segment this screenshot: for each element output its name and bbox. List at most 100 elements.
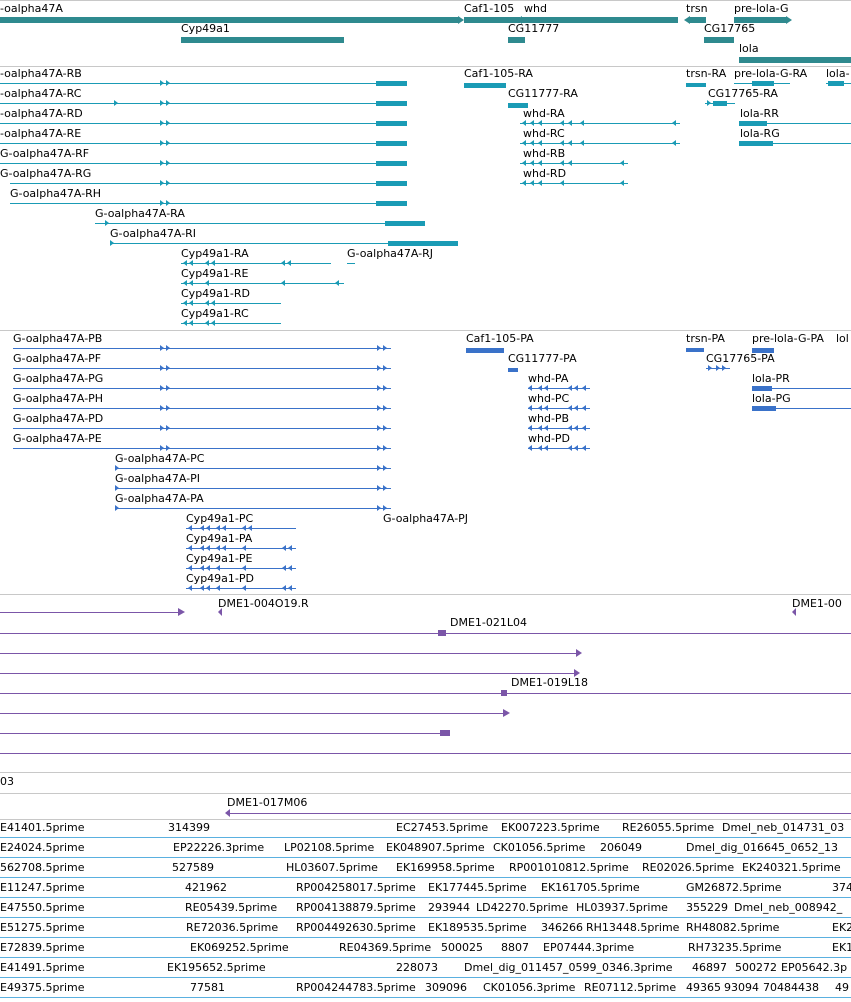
est-label[interactable]: E41401.5prime [0,821,85,834]
gene-label[interactable]: pre-lola-G [734,2,789,15]
est-label[interactable]: EP05642.3p [781,961,848,974]
transcript-line[interactable] [520,160,628,166]
protein-label[interactable]: lola-PG [752,392,791,405]
clone-label[interactable]: DME1-00 [792,597,842,610]
est-label[interactable]: E11247.5prime [0,881,85,894]
protein-line[interactable] [115,465,391,471]
transcript-label[interactable]: whd-RC [523,127,565,140]
protein-line[interactable] [13,405,391,411]
protein-line[interactable] [752,406,851,411]
protein-line[interactable] [752,348,774,353]
protein-label[interactable]: G-oalpha47A-PG [13,372,104,385]
transcript-label[interactable]: trsn-RA [686,67,727,80]
protein-label[interactable]: lola-PR [752,372,790,385]
gene-bar[interactable] [0,17,458,23]
transcript-label[interactable]: -oalpha47A-RD [0,107,83,120]
transcript-label[interactable]: Cyp49a1-RC [181,307,249,320]
est-label[interactable]: RE72036.5prime [186,921,279,934]
protein-line[interactable] [186,585,296,591]
transcript-line[interactable] [686,83,706,87]
gene-label[interactable]: CG17765 [704,22,756,35]
est-label[interactable]: LD42270.5prime [476,901,569,914]
transcript-line[interactable] [734,81,790,86]
clone-line[interactable] [0,630,851,636]
est-label[interactable]: 93094 [724,981,759,994]
protein-line[interactable] [13,365,391,371]
protein-line[interactable] [686,348,704,352]
est-label[interactable]: 314399 [168,821,210,834]
protein-label[interactable]: trsn-PA [686,332,725,345]
clone-line[interactable] [0,612,178,613]
clone-line[interactable] [0,713,503,714]
protein-line[interactable] [528,385,590,391]
transcript-label[interactable]: lola-RR [740,107,779,120]
protein-label[interactable]: G-oalpha47A-PF [13,352,102,365]
est-label[interactable]: RP004492630.5prime [296,921,416,934]
transcript-line[interactable] [508,103,528,108]
gene-label[interactable]: Caf1-105 [464,2,515,15]
est-label[interactable]: E51275.5prime [0,921,85,934]
protein-label[interactable]: CG17765-PA [706,352,775,365]
transcript-line[interactable] [0,120,407,126]
protein-label[interactable]: G-oalpha47A-PB [13,332,103,345]
gene-bar[interactable] [464,17,520,23]
gene-label[interactable]: Cyp49a1 [181,22,230,35]
transcript-label[interactable]: -oalpha47A-RE [0,127,82,140]
est-label[interactable]: RH48082.5prime [686,921,780,934]
protein-label[interactable]: G-oalpha47A-PA [115,492,204,505]
est-label[interactable]: EC27453.5prime [396,821,489,834]
est-label[interactable]: 374 [832,881,851,894]
protein-label[interactable]: G-oalpha47A-PH [13,392,104,405]
gene-bar[interactable] [734,17,786,23]
est-label[interactable]: 527589 [172,861,214,874]
transcript-label[interactable]: G-oalpha47A-RF [0,147,90,160]
transcript-line[interactable] [181,320,281,326]
transcript-label[interactable]: G-oalpha47A-RA [95,207,185,220]
protein-label[interactable]: G-oalpha47A-PI [115,472,201,485]
est-label[interactable]: HL03937.5prime [576,901,668,914]
est-label[interactable]: 46897 [692,961,727,974]
est-label[interactable]: RE05439.5prime [185,901,278,914]
transcript-line[interactable] [0,160,407,166]
protein-label[interactable]: G-oalpha47A-PE [13,432,102,445]
est-label[interactable]: EK007223.5prime [501,821,600,834]
transcript-label[interactable]: whd-RB [523,147,566,160]
protein-label[interactable]: Caf1-105-PA [466,332,534,345]
protein-label[interactable]: whd-PA [528,372,569,385]
est-label[interactable]: 355229 [686,901,728,914]
clone-label[interactable]: DME1-019L18 [511,676,588,689]
est-label[interactable]: RE07112.5prime [584,981,677,994]
transcript-line[interactable] [181,280,344,286]
est-label[interactable]: 500272 [735,961,777,974]
protein-label[interactable]: pre-lola-G-PA [752,332,824,345]
protein-line[interactable] [115,485,391,491]
est-label[interactable]: 49 [835,981,849,994]
clone-line[interactable] [0,753,851,754]
est-line[interactable] [0,857,851,858]
est-label[interactable]: EP07444.3prime [543,941,635,954]
est-label[interactable]: EK240321.5prime [742,861,841,874]
est-line[interactable] [0,977,851,978]
est-line[interactable] [0,837,851,838]
est-label[interactable]: HL03607.5prime [286,861,378,874]
est-label[interactable]: RP004138879.5prime [296,901,416,914]
clone-label[interactable]: DME1-021L04 [450,616,527,629]
transcript-line[interactable] [10,200,407,206]
gene-label[interactable]: trsn [686,2,708,15]
clone-label[interactable]: DME1-004O19.R [218,597,309,610]
est-label[interactable]: EK2 [832,921,851,934]
clone-line[interactable] [0,690,851,696]
protein-line[interactable] [13,345,391,351]
est-label[interactable]: 562708.5prime [0,861,85,874]
est-label[interactable]: GM26872.5prime [686,881,782,894]
est-label[interactable]: 206049 [600,841,642,854]
protein-label[interactable]: G-oalpha47A-PD [13,412,104,425]
est-label[interactable]: E49375.5prime [0,981,85,994]
est-line[interactable] [0,997,851,998]
clone-line[interactable] [0,673,574,674]
protein-line[interactable] [528,425,590,431]
est-label[interactable]: EK195652.5prime [167,961,266,974]
protein-line[interactable] [466,348,504,353]
protein-label[interactable]: G-oalpha47A-PJ [383,512,469,525]
clone-line[interactable] [0,653,576,654]
